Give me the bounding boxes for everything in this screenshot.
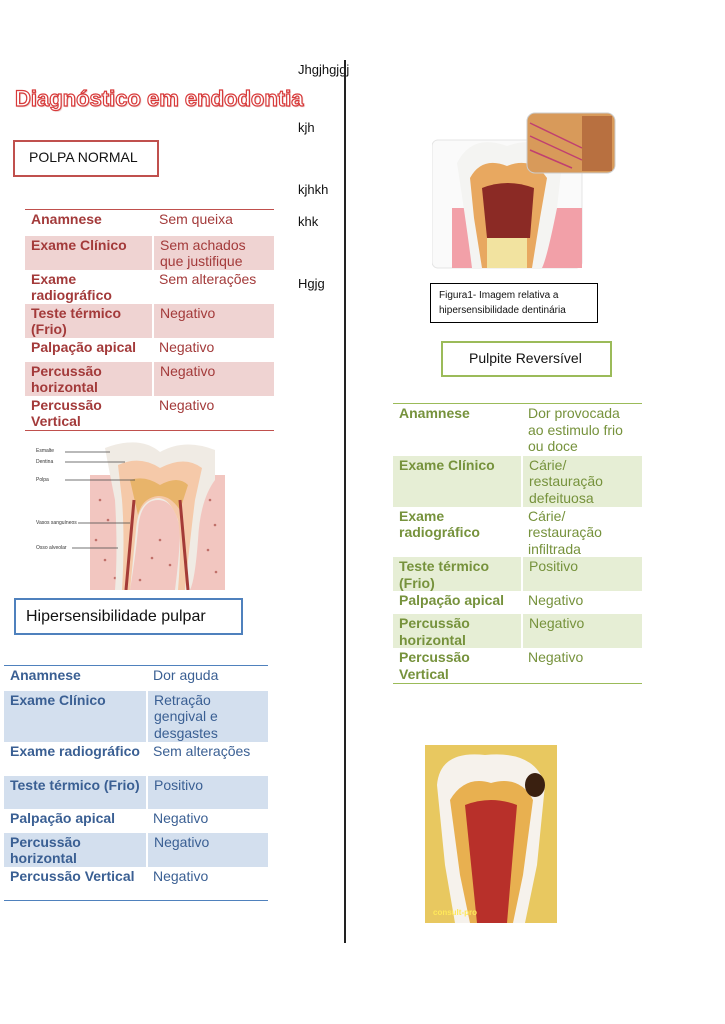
row-label: Exame radiográfico <box>10 742 140 759</box>
row-value: Negativo <box>147 832 268 867</box>
row-label: Exame Clínico <box>25 235 154 270</box>
pulpite-reversivel-table: Anamnese Dor provocada ao estimulo frio o… <box>393 403 642 684</box>
row-label: Exame radiográfico <box>31 270 112 304</box>
note-text: kjh <box>298 120 315 135</box>
row-label: Exame Clínico <box>4 690 148 742</box>
page-title: Diagnóstico em endodontia <box>14 85 304 111</box>
row-label: Percussão horizontal <box>25 361 154 396</box>
row-label: Percussão Vertical <box>31 396 102 430</box>
row-value: Sem queixa <box>159 211 233 227</box>
row-value: Negativo <box>153 361 274 396</box>
tooth-label: Osso alveolar <box>36 545 67 551</box>
row-label: Anamnese <box>399 405 470 421</box>
figure-caption: Figura1- Imagem relativa a hipersensibil… <box>430 283 598 323</box>
row-value: Cárie/ restauração defeituosa <box>522 455 642 507</box>
row-label: Exame radiográfico <box>399 507 480 541</box>
table-row: Anamnese Dor aguda <box>4 666 268 691</box>
table-row: Exame radiográfico Sem alterações <box>25 270 274 304</box>
row-label: Percussão Vertical <box>10 867 135 884</box>
row-value: Negativo <box>153 867 209 884</box>
row-value: Sem alterações <box>153 742 251 759</box>
table-row: Teste térmico (Frio)Positivo <box>393 557 642 591</box>
row-label: Percussão horizontal <box>4 832 148 867</box>
table-row: Anamnese Dor provocada ao estimulo frio o… <box>393 404 642 456</box>
table-row: Anamnese Sem queixa <box>25 210 274 236</box>
row-value: Positivo <box>147 775 268 809</box>
table-row: Palpação apical Negativo <box>393 591 642 614</box>
note-text: Jhgjhgjgj <box>298 62 350 77</box>
divider-line <box>344 60 346 943</box>
tooth-label: Vasos sanguíneos <box>36 520 77 526</box>
row-label: Teste térmico (Frio) <box>4 775 148 809</box>
caries-tooth-image: consult-pro <box>425 745 557 923</box>
row-value: Negativo <box>528 649 584 665</box>
row-value: Negativo <box>159 338 215 355</box>
row-value: Retração gengival e desgastes <box>147 690 268 742</box>
row-value: Cárie/ restauração infiltrada <box>528 507 602 557</box>
table-row: Percussão Vertical Negativo <box>25 396 274 431</box>
polpa-normal-heading: POLPA NORMAL <box>13 140 159 177</box>
row-label: Palpação apical <box>10 809 116 826</box>
table-row: Teste térmico (Frio)Negativo <box>25 303 274 338</box>
hipersensibilidade-heading: Hipersensibilidade pulpar <box>14 598 243 635</box>
note-text: Hgjg <box>298 276 325 291</box>
tooth-label: Polpa <box>36 477 49 483</box>
dentin-hypersensitivity-image <box>431 108 617 273</box>
row-value: Sem achados que justifique <box>153 235 274 270</box>
row-value: Dor aguda <box>153 667 219 683</box>
tooth-label: Dentina <box>36 459 53 465</box>
pulpite-reversivel-heading: Pulpite Reversível <box>441 341 612 377</box>
row-value: Negativo <box>153 303 274 338</box>
row-label: Percussão horizontal <box>393 614 523 648</box>
row-label: Anamnese <box>31 211 102 227</box>
table-row: Palpação apical Negativo <box>25 338 274 362</box>
row-label: Palpação apical <box>31 338 137 355</box>
table-row: Exame radiográfico Sem alterações <box>4 742 268 776</box>
table-row: Percussão Vertical Negativo <box>393 648 642 683</box>
note-text: kjhkh <box>298 182 329 197</box>
row-label: Exame Clínico <box>393 455 523 507</box>
row-label: Palpação apical <box>399 592 505 608</box>
row-value: Negativo <box>528 592 584 608</box>
table-row: Percussão Vertical Negativo <box>4 867 268 901</box>
row-label: Percussão Vertical <box>399 649 470 682</box>
row-label: Teste térmico (Frio) <box>25 303 154 338</box>
note-text: khk <box>298 214 319 229</box>
table-row: Palpação apical Negativo <box>4 809 268 833</box>
row-value: Negativo <box>159 396 215 413</box>
row-value: Negativo <box>153 809 209 826</box>
row-value: Dor provocada ao estimulo frio ou doce <box>528 405 623 454</box>
row-value: Sem alterações <box>159 270 257 287</box>
row-value: Positivo <box>522 557 642 591</box>
row-value: Negativo <box>522 614 642 648</box>
row-label: Anamnese <box>10 667 81 683</box>
table-row: Teste térmico (Frio)Positivo <box>4 775 268 809</box>
table-row: Exame radiográfico Cárie/ restauração in… <box>393 507 642 558</box>
row-label: Teste térmico (Frio) <box>393 557 523 591</box>
image-watermark: consult-pro <box>433 908 477 917</box>
tooth-anatomy-image: Esmalte Dentina Polpa Vasos sanguíneos O… <box>30 440 230 591</box>
tooth-label: Esmalte <box>36 448 54 454</box>
